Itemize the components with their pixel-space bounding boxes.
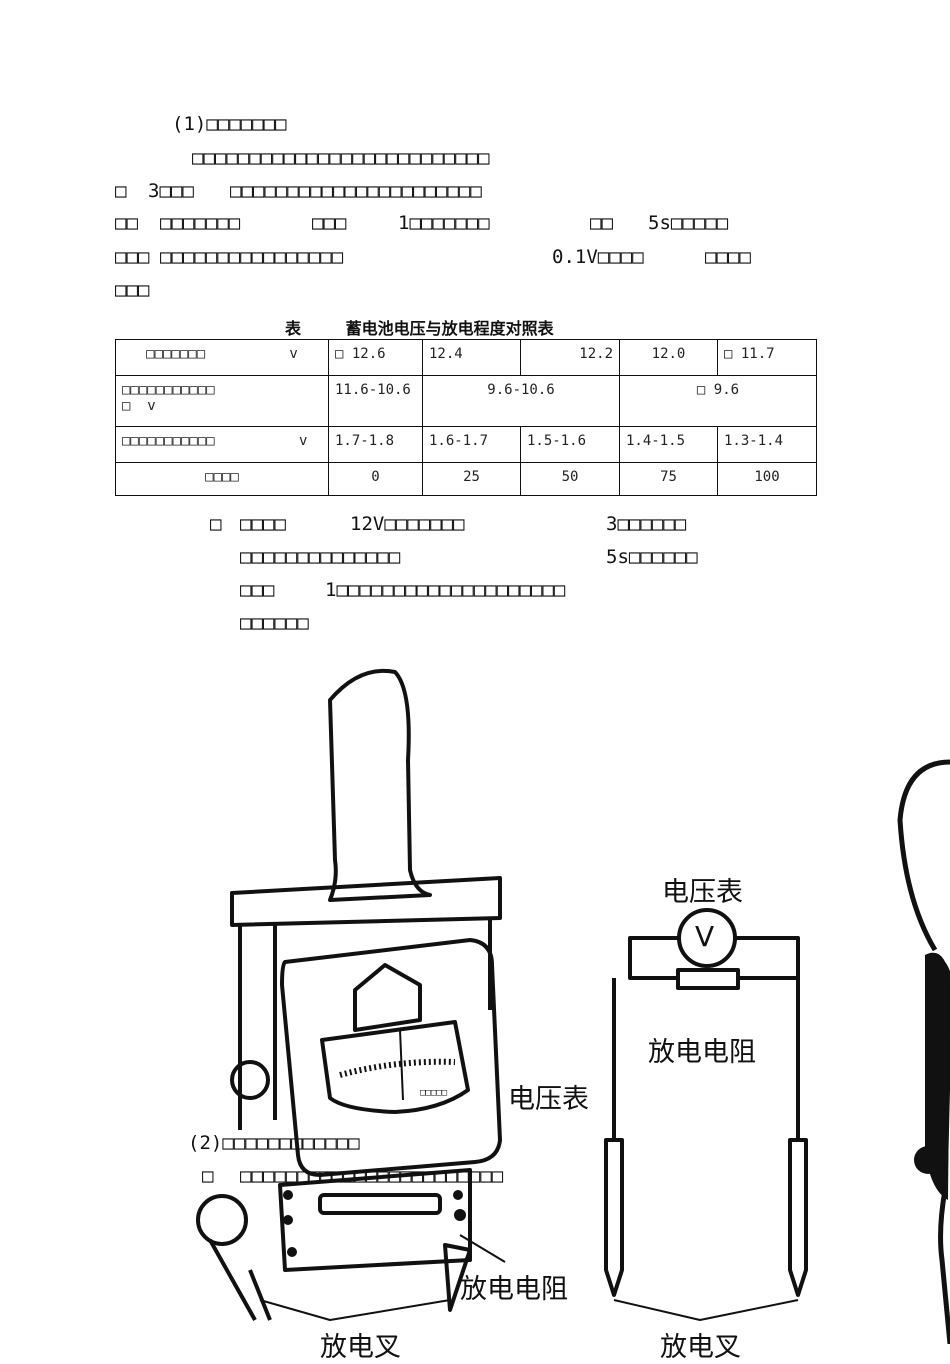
- table-caption: 表 蓄电池电压与放电程度对照表: [285, 319, 554, 338]
- table-cell: 11.6-10.6: [328, 375, 423, 427]
- paragraph-text: □□□□□□□□□□□□□□□□□□□□□□□: [240, 1165, 504, 1187]
- paragraph-text: □□□□□□□□□□□□□□□□: [160, 246, 344, 268]
- table-row: □□□□□□□□□□□ □ v 11.6-10.6 9.6-10.6 □ 9.6: [115, 375, 817, 427]
- table-cell: 12.0: [619, 339, 718, 376]
- table-cell: 25: [422, 462, 521, 496]
- table-cell: □ 12.6: [328, 339, 423, 376]
- device-resistor-label: 放电电阻: [460, 1274, 568, 1305]
- paragraph-text: □□: [590, 212, 613, 234]
- table-cell: □ 9.6: [619, 375, 817, 427]
- table-cell: □ 11.7: [717, 339, 817, 376]
- row-label: □□□□□□□□□□□ □ v: [115, 375, 329, 427]
- row-label: □□□□: [115, 462, 329, 496]
- table-row: □□□□ 0 25 50 75 100: [115, 462, 817, 496]
- device-fork-label: 放电叉: [320, 1332, 401, 1363]
- paragraph-text: 0.1V□□□□: [552, 246, 644, 268]
- note-text: □□□: [240, 579, 275, 601]
- note-text: 12V□□□□□□□: [350, 513, 465, 535]
- section1-heading: (1)□□□□□□□: [172, 113, 287, 135]
- circuit-resistor-label: 放电电阻: [648, 1037, 756, 1068]
- paragraph-text: □□□: [115, 279, 150, 301]
- note-text: □□□□□□: [240, 612, 309, 634]
- voltage-discharge-table: □□□□□□□ v □ 12.6 12.4 12.2 12.0 □ 11.7 □…: [115, 339, 817, 496]
- table-cell: 0: [328, 462, 423, 496]
- row-label: □□□□□□□□□□□ v: [115, 426, 329, 463]
- paragraph-text: 1□□□□□□□: [398, 212, 490, 234]
- paragraph-text: □: [202, 1165, 214, 1187]
- paragraph-text: □□: [115, 212, 138, 234]
- table-cell: 1.4-1.5: [619, 426, 718, 463]
- paragraph-text: □: [115, 180, 127, 202]
- table-cell: 1.5-1.6: [520, 426, 620, 463]
- table-cell: 1.6-1.7: [422, 426, 521, 463]
- paragraph-text: 5s□□□□□: [648, 212, 729, 234]
- paragraph-text: □□□□□□□□□□□□□□□□□□□□□□□□□□: [192, 147, 490, 169]
- note-text: 1□□□□□□□□□□□□□□□□□□□□: [325, 579, 566, 601]
- paragraph-text: □□□□□□□□□□□□□□□□□□□□□□: [230, 180, 482, 202]
- table-cell: 12.2: [520, 339, 620, 376]
- note-text: 5s□□□□□□: [606, 546, 698, 568]
- table-cell: 100: [717, 462, 817, 496]
- circuit-fork-label: 放电叉: [660, 1332, 741, 1363]
- table-cell: 50: [520, 462, 620, 496]
- table-row: □□□□□□□ v □ 12.6 12.4 12.2 12.0 □ 11.7: [115, 339, 817, 376]
- table-cell: 12.4: [422, 339, 521, 376]
- row-label: □□□□□□□ v: [115, 339, 329, 376]
- paragraph-text: □□□: [312, 212, 347, 234]
- note-text: □□□□□□□□□□□□□□: [240, 546, 401, 568]
- paragraph-text: □□□□: [705, 246, 751, 268]
- paragraph-text: □□□: [115, 246, 150, 268]
- table-cell: 9.6-10.6: [422, 375, 620, 427]
- note-text: 3□□□□□□: [606, 513, 687, 535]
- voltmeter-symbol: V: [695, 920, 715, 953]
- section2-heading: (2)□□□□□□□□□□□□: [188, 1132, 360, 1154]
- overlay-text: □□□□□: [420, 1088, 448, 1098]
- device-voltmeter-label: 电压表: [508, 1084, 589, 1115]
- table-row: □□□□□□□□□□□ v 1.7-1.8 1.6-1.7 1.5-1.6 1.…: [115, 426, 817, 463]
- paragraph-text: □□□□□□□: [160, 212, 241, 234]
- table-cell: 1.7-1.8: [328, 426, 423, 463]
- table-cell: 75: [619, 462, 718, 496]
- paragraph-text: 3□□□: [148, 180, 194, 202]
- table-cell: 1.3-1.4: [717, 426, 817, 463]
- circuit-voltmeter-label: 电压表: [662, 877, 743, 908]
- note-text: □□□□: [240, 513, 286, 535]
- note-text: □: [210, 513, 222, 535]
